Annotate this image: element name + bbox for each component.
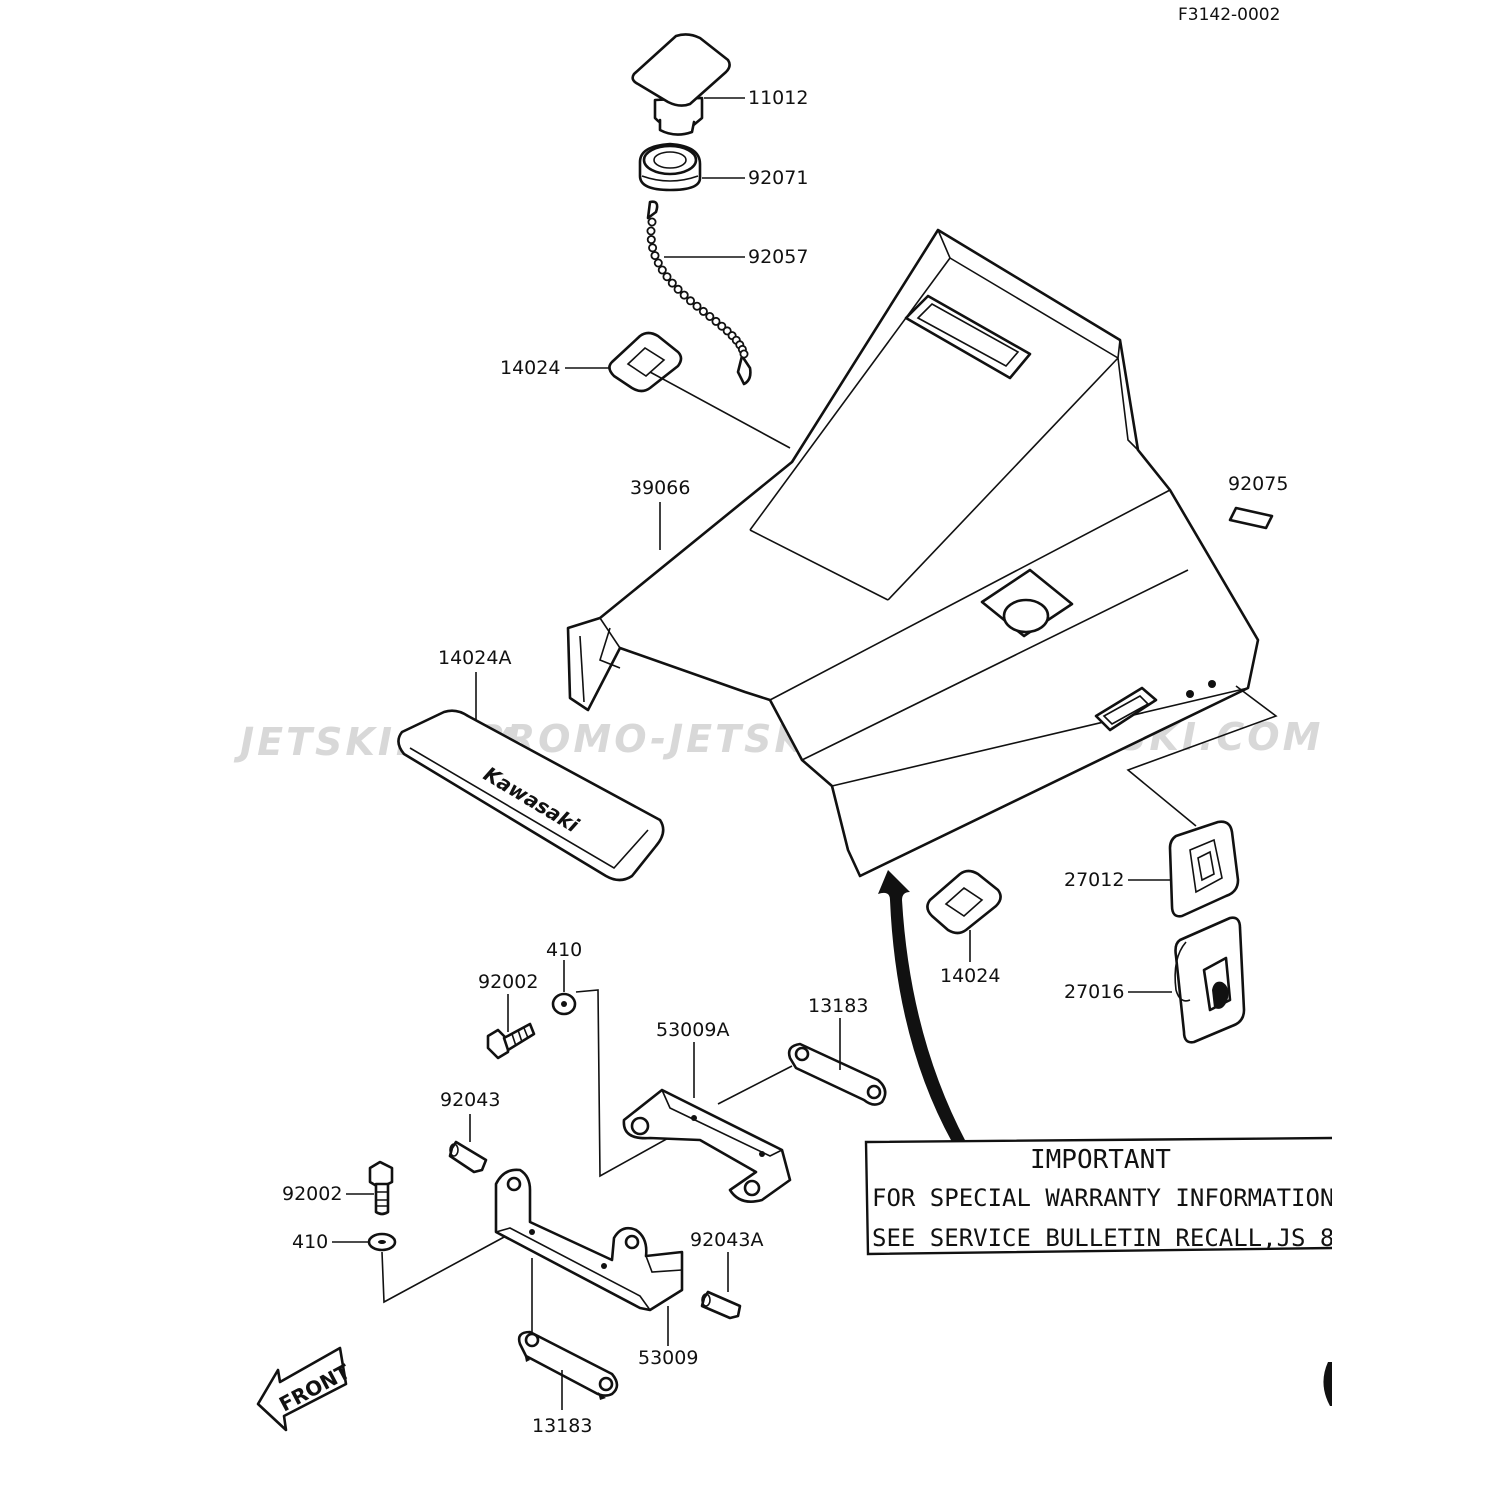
chain-bead — [711, 316, 721, 326]
callout-13183-bottom: 13183 — [532, 1415, 592, 1437]
part-13183-bottom-link — [517, 1330, 619, 1400]
callout-53009: 53009 — [638, 1347, 698, 1369]
chain-bead — [679, 290, 689, 300]
chain-bead — [705, 311, 715, 321]
chain-bead — [662, 272, 672, 282]
part-92075-pad — [1228, 506, 1274, 530]
callout-14024-top: 14024 — [500, 357, 560, 379]
callout-92002-bottom: 92002 — [282, 1183, 342, 1205]
part-410-top-washer — [551, 992, 577, 1016]
part-92002-top-bolt — [486, 1022, 536, 1060]
callout-11012: 11012 — [748, 87, 808, 109]
chain-bead — [667, 278, 677, 288]
callout-13183-top: 13183 — [808, 995, 868, 1017]
callout-27012: 27012 — [1064, 869, 1124, 891]
chain-bead — [692, 301, 702, 311]
part-14024-top-grommet — [608, 331, 683, 393]
warranty-pointer-arrow — [878, 870, 966, 1142]
callout-92057: 92057 — [748, 246, 808, 268]
chain-bead — [646, 226, 656, 236]
part-13183-top-link — [787, 1042, 887, 1106]
part-39066-hood — [566, 228, 1260, 878]
front-direction-arrow: FRONT — [256, 1346, 354, 1432]
chain-bead — [673, 284, 683, 294]
part-410-bottom-washer — [367, 1232, 397, 1252]
chain-bead — [646, 235, 656, 245]
callout-53009A: 53009A — [656, 1019, 729, 1041]
callout-92071: 92071 — [748, 167, 808, 189]
chain-bead — [686, 296, 696, 306]
callout-92075: 92075 — [1228, 473, 1288, 495]
chain-bead — [648, 243, 658, 253]
callout-27016: 27016 — [1064, 981, 1124, 1003]
part-92043-pin — [448, 1140, 488, 1174]
part-27016-latch — [1174, 916, 1246, 1044]
notice-line-1: FOR SPECIAL WARRANTY INFORMATION — [872, 1184, 1334, 1212]
chain-bead — [653, 258, 663, 268]
part-14024-bottom-grommet — [926, 869, 1002, 935]
part-53009A-bracket — [622, 1088, 792, 1203]
callout-410-top: 410 — [546, 939, 582, 961]
part-92002-bottom-bolt — [368, 1160, 394, 1216]
callout-92043: 92043 — [440, 1089, 500, 1111]
callout-410-bottom: 410 — [292, 1231, 328, 1253]
chain-bead — [698, 306, 708, 316]
part-92071-grommet — [638, 142, 702, 192]
diagram-code: F3142-0002 — [1178, 5, 1280, 25]
notice-title: IMPORTANT — [1030, 1145, 1171, 1175]
part-27012-latch-base — [1168, 820, 1240, 918]
part-11012-cap — [631, 33, 731, 136]
callout-14024-bottom: 14024 — [940, 965, 1000, 987]
part-92043A-pin — [700, 1290, 742, 1320]
callout-14024A: 14024A — [438, 647, 511, 669]
part-53009-bracket — [494, 1168, 684, 1312]
notice-line-2: SEE SERVICE BULLETIN RECALL,JS 86-09 — [872, 1224, 1392, 1252]
chain-bead — [717, 321, 727, 331]
chain-bead — [647, 217, 657, 227]
chain-bead — [650, 251, 660, 261]
callout-39066: 39066 — [630, 477, 690, 499]
chain-bead — [657, 265, 667, 275]
callout-92043A: 92043A — [690, 1229, 763, 1251]
callout-92002-top: 92002 — [478, 971, 538, 993]
chain-bead — [739, 349, 749, 359]
warranty-notice: IMPORTANT FOR SPECIAL WARRANTY INFORMATI… — [864, 1136, 1392, 1256]
part-92057-chain — [646, 200, 752, 386]
